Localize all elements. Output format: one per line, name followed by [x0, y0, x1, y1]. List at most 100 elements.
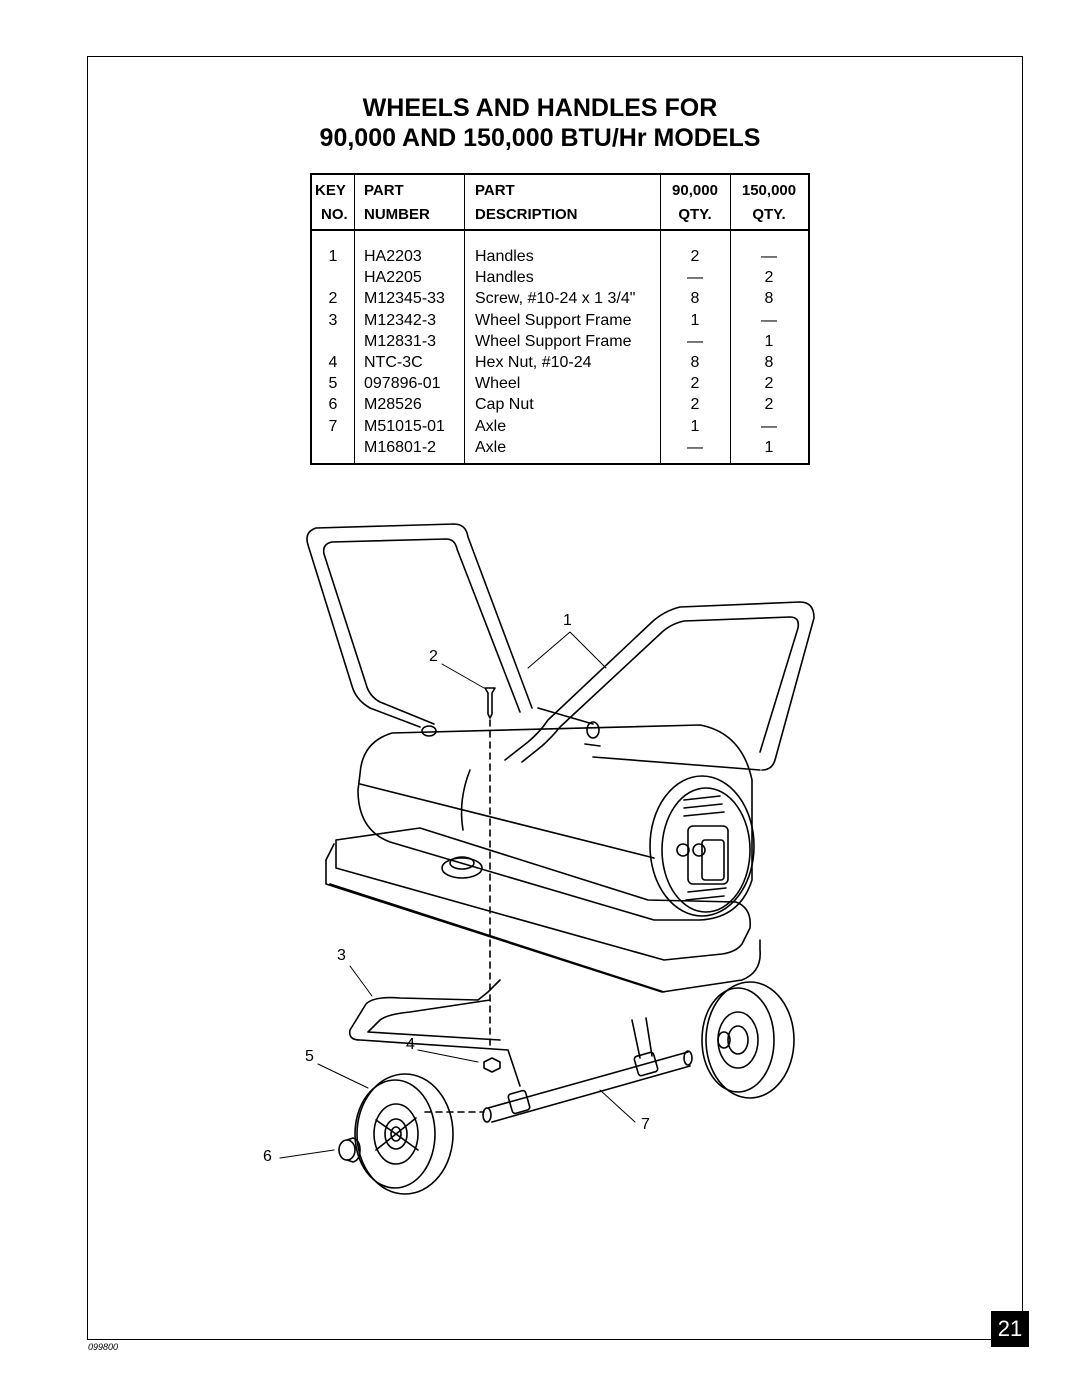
qty-90000: 1 [690, 311, 700, 329]
axle [487, 1051, 689, 1109]
part-number: 097896-01 [364, 375, 441, 393]
heater-body [359, 783, 655, 859]
document-code: 099800 [88, 1342, 119, 1352]
part-number: M16801-2 [364, 438, 437, 456]
right-wheel [717, 1031, 731, 1049]
hex-nut [483, 1057, 501, 1073]
leader-line [349, 965, 373, 997]
header-qty-90000: 90,000 [672, 182, 718, 199]
wheel-support-frame [645, 1017, 653, 1057]
part-number: M28526 [364, 396, 422, 414]
key-number: 1 [328, 248, 338, 265]
leader-line [527, 631, 607, 669]
table-divider [464, 175, 465, 463]
qty-90000: — [687, 332, 703, 350]
heater-body [460, 769, 471, 831]
right-handle [537, 707, 594, 725]
left-wheel [390, 1126, 402, 1142]
callout-6: 6 [263, 1148, 272, 1165]
right-handle [504, 601, 815, 771]
fuel-tank [325, 859, 761, 993]
right-wheel [717, 1011, 759, 1069]
part-number: NTC-3C [364, 354, 423, 371]
left-wheel [354, 1079, 436, 1189]
right-wheel [727, 1025, 749, 1055]
qty-150000: — [761, 248, 777, 265]
qty-90000: — [687, 438, 703, 456]
control-panel [701, 839, 725, 881]
qty-150000: — [761, 417, 777, 435]
header-part-description: PART [475, 182, 515, 199]
left-handle [322, 538, 521, 725]
right-handle [586, 721, 600, 739]
qty-90000: 8 [690, 354, 700, 371]
callout-1: 1 [563, 612, 572, 629]
control-panel [687, 825, 729, 885]
table-divider [660, 175, 661, 463]
control-knob [676, 843, 690, 857]
part-description: Screw, #10-24 x 1 3/4" [475, 290, 636, 308]
leader-line [317, 1063, 369, 1089]
fuel-tank [325, 843, 335, 861]
qty-150000: 1 [764, 332, 774, 350]
qty-150000: 1 [764, 438, 774, 456]
wheel-support-frame [348, 979, 521, 1087]
part-number: M12345-33 [364, 290, 445, 308]
qty-90000: 2 [690, 375, 700, 393]
cap-nut [346, 1137, 361, 1163]
key-number: 3 [328, 311, 338, 329]
part-description: Handles [475, 248, 534, 265]
left-handle [306, 523, 533, 728]
left-wheel [384, 1118, 408, 1150]
header-part-description: DESCRIPTION [475, 206, 578, 223]
control-knob [692, 843, 706, 857]
qty-150000: 2 [764, 375, 774, 393]
qty-90000: 2 [690, 248, 700, 265]
part-description: Wheel Support Frame [475, 311, 632, 329]
callout-4: 4 [406, 1036, 415, 1053]
wheel-support-frame [631, 1019, 641, 1059]
page-title-line2: 90,000 AND 150,000 BTU/Hr MODELS [319, 124, 761, 152]
leader-line [599, 1089, 636, 1123]
axle [683, 1050, 693, 1066]
key-number: 5 [328, 375, 338, 393]
heater-end-cap [649, 775, 755, 917]
part-description: Wheel [475, 375, 521, 393]
page-title-line1: WHEELS AND HANDLES FOR [362, 94, 718, 122]
qty-90000: 1 [690, 417, 700, 435]
page-number: 21 [991, 1311, 1029, 1347]
key-number: 2 [328, 290, 338, 308]
part-description: Hex Nut, #10-24 [475, 354, 592, 371]
right-handle [584, 743, 761, 771]
left-wheel [373, 1103, 419, 1165]
left-wheel [356, 1073, 454, 1195]
part-description: Axle [475, 438, 507, 456]
heater-body [357, 724, 753, 921]
page-border [87, 56, 1023, 1340]
part-number: M12342-3 [364, 311, 437, 329]
axle [507, 1089, 531, 1115]
callout-3: 3 [337, 947, 346, 964]
header-qty-150000: 150,000 [741, 182, 797, 199]
table-header-rule [312, 229, 808, 231]
cap-nut [338, 1139, 356, 1161]
left-handle [421, 725, 437, 737]
right-wheel [701, 987, 775, 1093]
axle [482, 1107, 492, 1123]
qty-150000: 8 [764, 354, 774, 371]
wheel-support-frame [367, 999, 501, 1041]
vent-slots [683, 795, 725, 817]
heater-end-cap [661, 787, 751, 913]
key-number: 4 [328, 354, 338, 371]
part-number: HA2205 [364, 269, 422, 287]
leader-line [417, 1049, 479, 1063]
fuel-tank [335, 827, 752, 961]
leader-line [441, 663, 485, 689]
part-description: Cap Nut [475, 396, 534, 414]
axle [633, 1051, 659, 1077]
part-number: M12831-3 [364, 332, 437, 350]
table-divider [730, 175, 731, 463]
qty-150000: 2 [764, 269, 774, 287]
qty-150000: 2 [764, 396, 774, 414]
header-key-no: KEY [315, 182, 346, 199]
